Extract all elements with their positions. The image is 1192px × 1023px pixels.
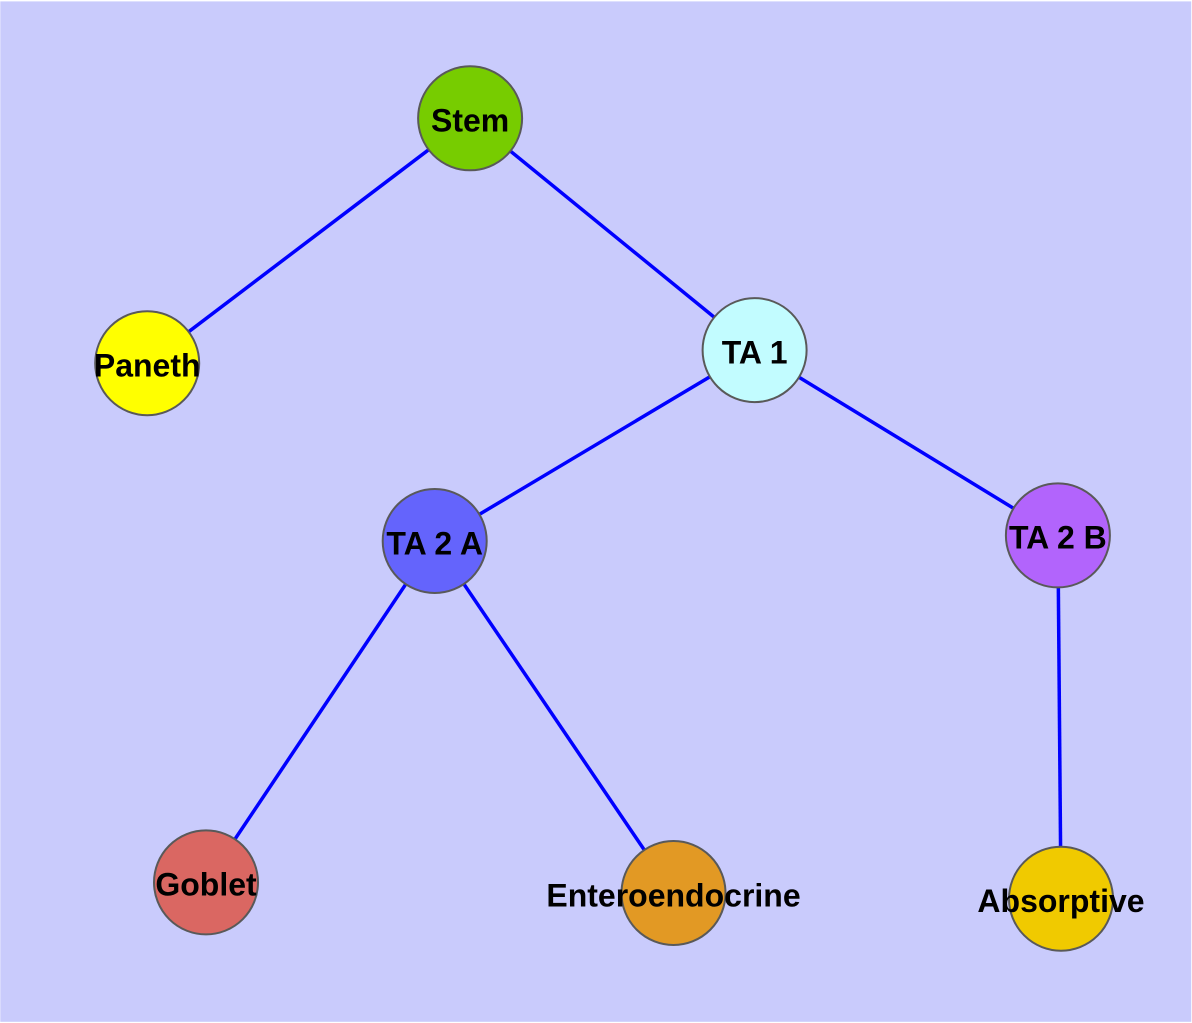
svg-text:Goblet: Goblet (155, 867, 257, 903)
svg-text:Stem: Stem (431, 103, 509, 139)
svg-text:Enteroendocrine: Enteroendocrine (546, 877, 800, 913)
svg-text:TA 1: TA 1 (722, 334, 788, 370)
svg-text:Absorptive: Absorptive (977, 883, 1144, 919)
svg-text:TA 2 B: TA 2 B (1009, 520, 1107, 556)
svg-text:Paneth: Paneth (94, 348, 201, 384)
svg-text:TA 2 A: TA 2 A (386, 525, 483, 561)
